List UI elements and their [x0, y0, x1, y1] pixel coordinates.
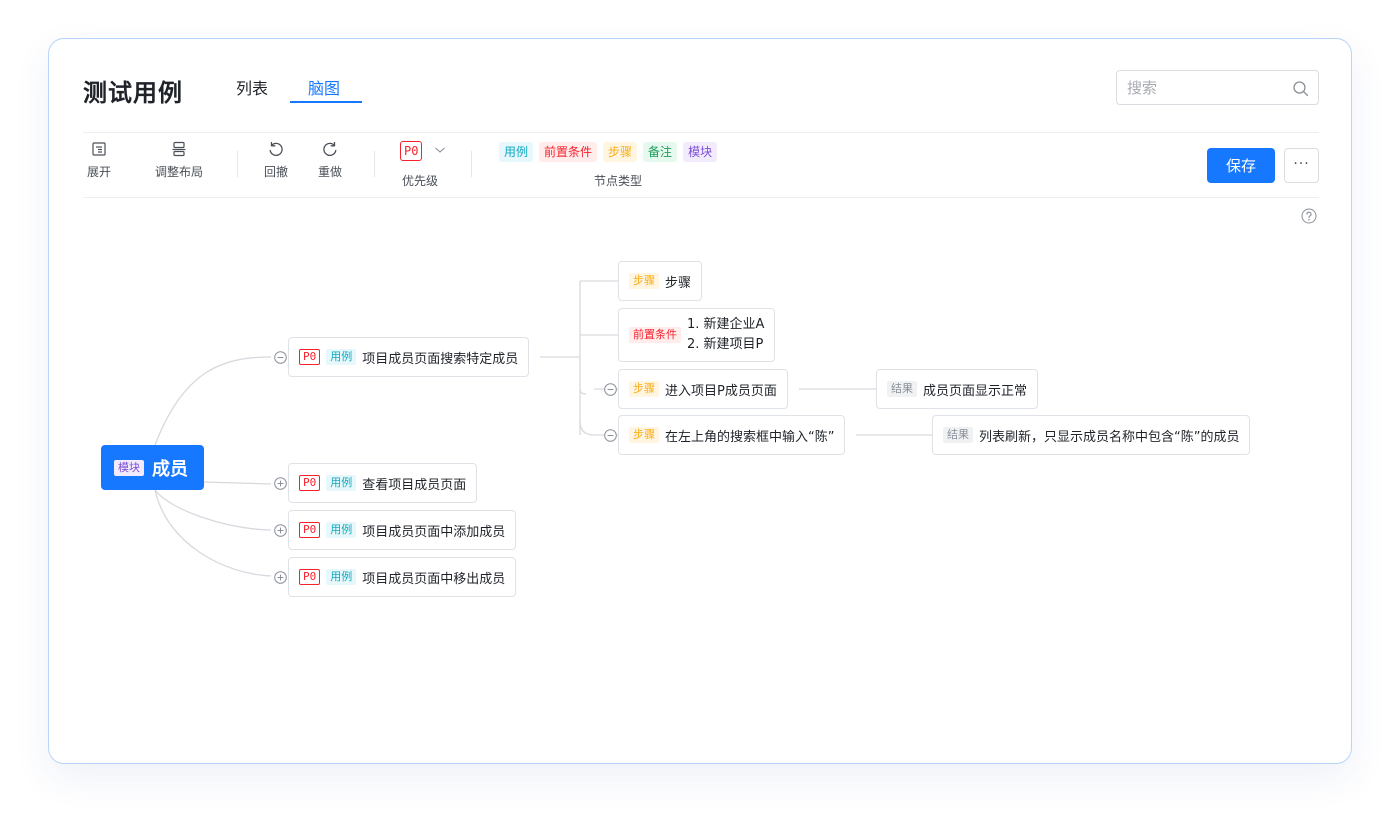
node-label: 项目成员页面搜索特定成员	[362, 351, 519, 367]
help-icon[interactable]	[1301, 208, 1317, 224]
mindmap-connectors	[154, 280, 932, 577]
layout-icon	[172, 141, 186, 157]
expand-node-icon[interactable]	[274, 477, 287, 490]
node-label: 在左上角的搜索框中输入“陈”	[665, 429, 835, 445]
root-node-label: 成员	[152, 458, 188, 480]
node-type-case[interactable]: 用例	[499, 142, 534, 162]
expand-icon	[92, 142, 106, 156]
priority-select[interactable]: P0	[400, 141, 452, 161]
node-label: 进入项目P成员页面	[665, 383, 777, 399]
priority-tag: P0	[299, 522, 321, 538]
redo-icon	[323, 141, 337, 157]
step-tag: 步骤	[629, 427, 659, 443]
collapse-icon[interactable]	[604, 383, 617, 396]
save-button[interactable]: 保存	[1207, 148, 1275, 183]
redo-label: 重做	[318, 165, 343, 179]
node-type-note[interactable]: 备注	[643, 142, 678, 162]
app-window: 测试用例 列表 脑图 展开 调整布局 回撤	[48, 38, 1352, 764]
chevron-down-icon	[435, 147, 445, 153]
adjust-layout-label: 调整布局	[155, 165, 204, 179]
priority-tag: P0	[299, 349, 321, 365]
mindmap-result-node[interactable]: 结果 列表刷新，只显示成员名称中包含“陈”的成员	[932, 415, 1251, 455]
node-label: 列表刷新，只显示成员名称中包含“陈”的成员	[979, 429, 1240, 445]
search-input[interactable]	[1127, 78, 1277, 98]
mindmap-precondition-node[interactable]: 前置条件 1. 新建企业A 2. 新建项目P	[618, 308, 776, 362]
page-title: 测试用例	[83, 79, 183, 107]
node-line: 1. 新建企业A	[687, 317, 765, 332]
undo-label: 回撤	[264, 165, 289, 179]
node-type-step[interactable]: 步骤	[603, 142, 638, 162]
node-type-label: 节点类型	[594, 174, 643, 188]
step-tag: 步骤	[629, 381, 659, 397]
mindmap-step-node[interactable]: 步骤 步骤	[618, 261, 703, 301]
collapse-icon[interactable]	[604, 429, 617, 442]
module-tag: 模块	[114, 459, 144, 476]
redo-button[interactable]: 重做	[318, 141, 342, 180]
search-box[interactable]	[1116, 70, 1319, 105]
collapse-icon[interactable]	[274, 351, 287, 364]
expand-node-icon[interactable]	[274, 524, 287, 537]
toolbar-divider	[471, 151, 472, 177]
tab-list[interactable]: 列表	[236, 79, 269, 98]
priority-value: P0	[400, 141, 423, 161]
search-icon[interactable]	[1292, 80, 1309, 97]
node-type-module[interactable]: 模块	[683, 142, 718, 162]
mindmap-case-node[interactable]: P0 用例 项目成员页面搜索特定成员	[288, 337, 530, 377]
mindmap-case-node[interactable]: P0 用例 项目成员页面中添加成员	[288, 510, 517, 550]
node-line: 2. 新建项目P	[687, 337, 764, 352]
header-divider	[83, 132, 1319, 133]
mindmap-case-node[interactable]: P0 用例 查看项目成员页面	[288, 463, 478, 503]
node-label: 项目成员页面中添加成员	[362, 524, 506, 540]
toolbar-divider	[237, 151, 238, 177]
priority-tag: P0	[299, 475, 321, 491]
mindmap-case-node[interactable]: P0 用例 项目成员页面中移出成员	[288, 557, 517, 597]
mindmap-step-node[interactable]: 步骤 在左上角的搜索框中输入“陈”	[618, 415, 846, 455]
expand-label: 展开	[87, 165, 112, 179]
case-tag: 用例	[326, 475, 357, 491]
undo-icon	[269, 141, 283, 157]
result-tag: 结果	[943, 427, 973, 443]
result-tag: 结果	[887, 381, 917, 397]
node-label: 步骤	[665, 275, 692, 291]
adjust-layout-button[interactable]: 调整布局	[155, 141, 203, 180]
more-options-button[interactable]: ···	[1284, 148, 1319, 183]
step-tag: 步骤	[629, 273, 659, 289]
priority-label: 优先级	[402, 174, 439, 188]
active-tab-indicator	[290, 101, 362, 103]
toolbar-divider-bottom	[83, 197, 1319, 198]
node-type-precondition[interactable]: 前置条件	[539, 142, 598, 162]
mindmap-result-node[interactable]: 结果 成员页面显示正常	[876, 369, 1039, 409]
node-type-tags: 用例 前置条件 步骤 备注 模块	[499, 142, 718, 162]
tab-mindmap[interactable]: 脑图	[308, 79, 341, 98]
expand-node-icon[interactable]	[274, 571, 287, 584]
case-tag: 用例	[326, 349, 357, 365]
node-label: 成员页面显示正常	[923, 383, 1028, 399]
expand-button[interactable]: 展开	[87, 141, 111, 180]
mindmap-root-node[interactable]: 模块 成员	[101, 445, 204, 490]
node-label: 项目成员页面中移出成员	[362, 571, 506, 587]
node-label: 查看项目成员页面	[362, 477, 467, 493]
toolbar-divider	[374, 151, 375, 177]
mindmap-step-node[interactable]: 步骤 进入项目P成员页面	[618, 369, 788, 409]
case-tag: 用例	[326, 569, 357, 585]
case-tag: 用例	[326, 522, 357, 538]
undo-button[interactable]: 回撤	[264, 141, 288, 180]
precondition-tag: 前置条件	[629, 327, 681, 343]
priority-tag: P0	[299, 569, 321, 585]
